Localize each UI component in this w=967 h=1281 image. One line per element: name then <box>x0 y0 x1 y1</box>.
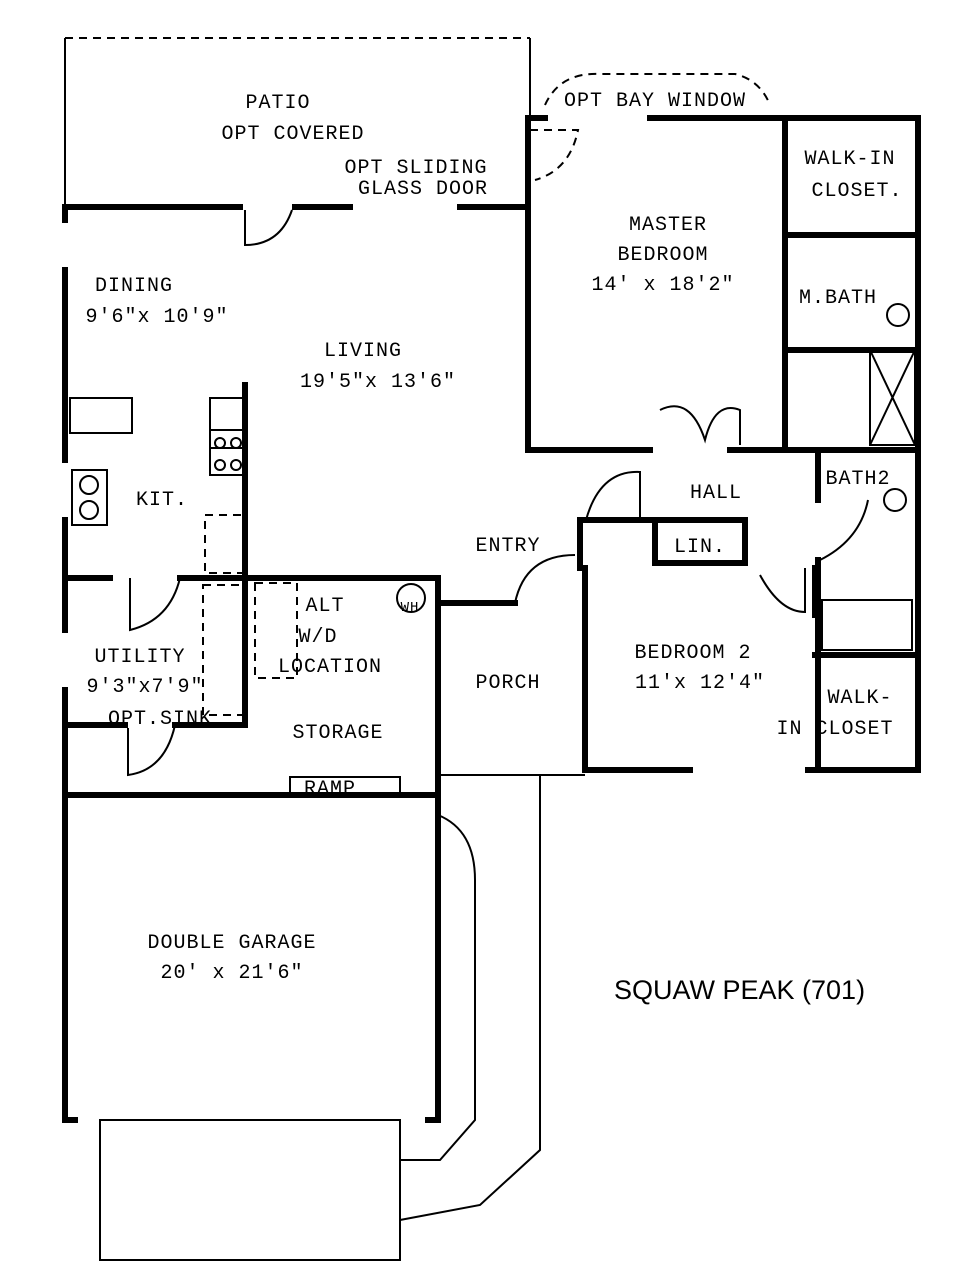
walkway <box>400 814 476 1161</box>
living-size: 19'5"x 13'6" <box>300 371 456 394</box>
master-label-2: BEDROOM <box>617 244 708 267</box>
utility-size: 9'3"x7'9" <box>86 676 203 699</box>
master-closet-label: WALK-IN <box>804 148 895 171</box>
master-bath-label: M.BATH <box>799 287 877 310</box>
linen-label: LIN. <box>674 536 726 559</box>
fixtures <box>69 303 916 716</box>
garage-size: 20' x 21'6" <box>160 962 303 985</box>
master-closet-label-2: CLOSET. <box>811 180 902 203</box>
doors <box>127 129 869 796</box>
dining-label: DINING <box>95 275 173 298</box>
entry-label: ENTRY <box>475 535 540 558</box>
sliding-door-label-2: GLASS DOOR <box>358 178 488 201</box>
bedroom2-label: BEDROOM 2 <box>634 642 751 665</box>
patio-label: PATIO <box>245 92 310 115</box>
dining-size: 9'6"x 10'9" <box>85 306 228 329</box>
bed2-closet-label: WALK- <box>827 687 892 710</box>
alt-wd-label-2: W/D <box>298 626 337 649</box>
bath2-label: BATH2 <box>825 468 890 491</box>
alt-wd-label-3: LOCATION <box>278 656 382 679</box>
bed2-closet-label-2: IN CLOSET <box>776 718 893 741</box>
utility-label: UTILITY <box>94 646 185 669</box>
room-labels: PATIO OPT COVERED OPT SLIDING GLASS DOOR… <box>85 90 902 985</box>
water-heater-label: WH <box>401 600 420 616</box>
kitchen-label: KIT. <box>136 489 188 512</box>
bedroom2-size: 11'x 12'4" <box>635 672 765 695</box>
master-label: MASTER <box>629 214 707 237</box>
bay-window <box>544 72 771 106</box>
hall-label: HALL <box>690 482 742 505</box>
opt-sink-label: OPT.SINK <box>108 708 212 731</box>
alt-wd-label: ALT <box>305 595 344 618</box>
storage-label: STORAGE <box>292 722 383 745</box>
sliding-door-label: OPT SLIDING <box>344 157 487 180</box>
water-heater-icon <box>396 583 426 613</box>
plan-title: SQUAW PEAK (701) <box>614 975 865 1005</box>
walls <box>62 115 921 1123</box>
ramp-label: RAMP <box>304 778 356 801</box>
master-size: 14' x 18'2" <box>591 274 734 297</box>
bay-window-label: OPT BAY WINDOW <box>564 90 746 113</box>
porch-label: PORCH <box>475 672 540 695</box>
garage-label: DOUBLE GARAGE <box>147 932 316 955</box>
living-label: LIVING <box>324 340 402 363</box>
patio-sub: OPT COVERED <box>221 123 364 146</box>
driveway <box>99 1119 401 1261</box>
